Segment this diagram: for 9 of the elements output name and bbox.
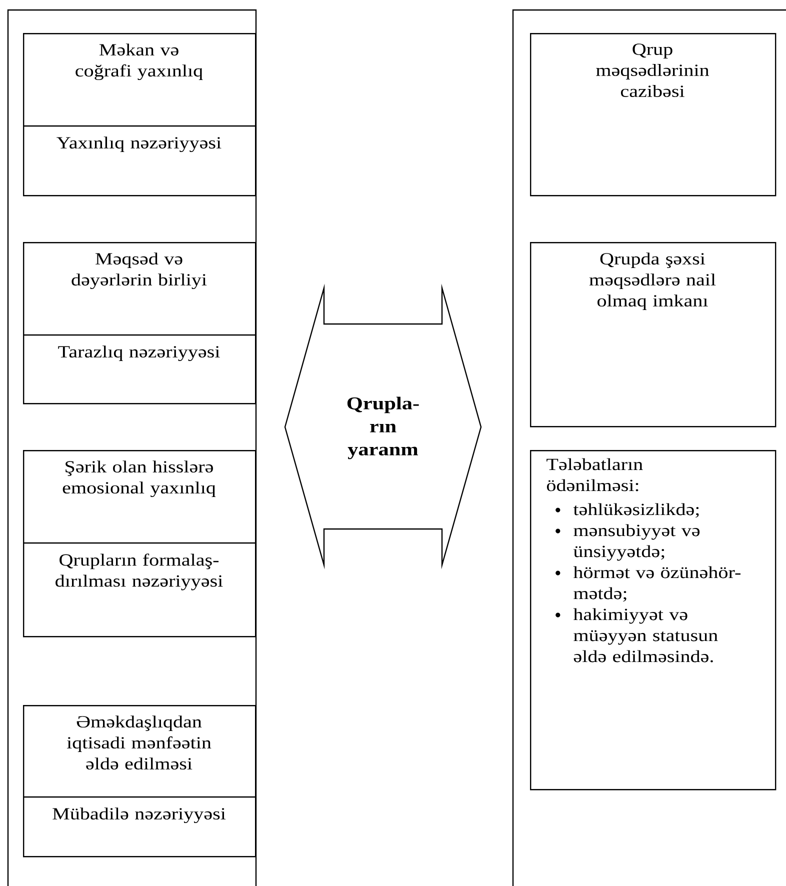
two-part-box: Məqsəd və dəyərlərin birliyi Tarazlıq nəzəriyyəsi bbox=[23, 242, 256, 404]
text-box: Qrupda şəxsi məqsədlərə nail olmaq imkanı bbox=[530, 242, 776, 428]
two-part-box: Əməkdaşlıqdan iqtisadi mənfəətin əldə edilməsi Mübadilə nəzəriyyəsi bbox=[23, 705, 256, 858]
two-part-box: Məkan və coğrafi yaxınlıq Yaxınlıq nəzəriyyəsi bbox=[23, 33, 256, 196]
text-box: Qrup məqsədlərinin cazibəsi bbox=[530, 33, 776, 196]
two-part-box: Şərik olan hisslərə emosional yaxınlıq Qrupların formalaş- dırılması nəzəriyyəsi bbox=[23, 450, 256, 638]
bullet-list-box: Tələbatların ödənilməsi: təhlükəsizlikdə; mənsubiyyət və ünsiyyətdə; hörmət və özünəhör- mətdə; hakimiyyət və müəyyən statusun əldə edilməsində. bbox=[530, 450, 776, 790]
panel-frame bbox=[7, 9, 257, 886]
panel-frame bbox=[512, 9, 786, 886]
